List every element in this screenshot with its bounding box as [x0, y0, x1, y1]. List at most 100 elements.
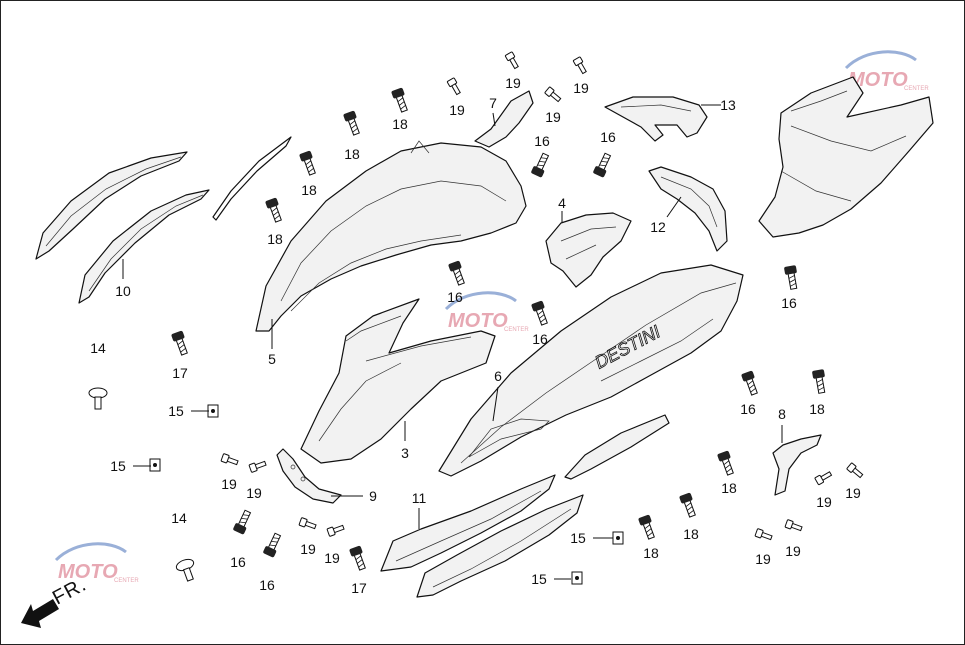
rivet-fastener	[88, 387, 108, 410]
callout-18: 18	[301, 182, 317, 198]
callout-19: 19	[755, 551, 771, 567]
callout-15: 15	[110, 458, 126, 474]
callout-19: 19	[246, 485, 262, 501]
part-3-floor-side-cover	[300, 298, 496, 464]
part-13-rear-handle	[604, 96, 708, 142]
callout-12: 12	[650, 219, 666, 235]
callout-3: 3	[401, 445, 409, 461]
callout-18: 18	[683, 526, 699, 542]
screw-fastener	[846, 462, 864, 479]
callout-19: 19	[573, 80, 589, 96]
screw-fastener	[814, 471, 833, 486]
bolt-fastener	[448, 260, 465, 286]
svg-text:MOTO: MOTO	[58, 561, 118, 583]
screw-fastener	[544, 86, 562, 103]
callout-15: 15	[168, 403, 184, 419]
bolt-fastener	[593, 152, 612, 178]
bolt-fastener	[343, 110, 360, 136]
part-5-inner-cover	[255, 140, 527, 332]
leader-line-12	[666, 196, 682, 218]
watermark-top-right: MOTO CENTER	[844, 50, 929, 92]
bolt-fastener	[265, 197, 282, 223]
part-6-body-side-cover: DESTINI	[438, 264, 744, 477]
watermark-center: MOTO CENTER	[444, 291, 529, 333]
screw-fastener	[572, 56, 587, 75]
callout-19: 19	[545, 109, 561, 125]
callout-15: 15	[570, 530, 586, 546]
front-direction-arrow: FR.	[21, 573, 90, 628]
callout-17: 17	[172, 365, 188, 381]
callout-19: 19	[845, 485, 861, 501]
part-7-small-bracket	[474, 90, 534, 148]
callout-18: 18	[809, 401, 825, 417]
bolt-fastener	[679, 492, 696, 518]
screw-fastener	[504, 51, 519, 70]
callout-19: 19	[324, 550, 340, 566]
callout-16: 16	[447, 289, 463, 305]
screw-fastener	[298, 517, 317, 530]
part-10-front-side-strips	[35, 151, 210, 304]
callout-16: 16	[230, 554, 246, 570]
bolt-fastener	[638, 514, 655, 540]
callout-18: 18	[643, 545, 659, 561]
callout-18: 18	[721, 480, 737, 496]
leader-line-6	[492, 386, 499, 422]
screw-fastener	[446, 77, 461, 96]
callout-19: 19	[816, 494, 832, 510]
bolt-fastener	[349, 545, 366, 571]
svg-text:CENTER: CENTER	[504, 327, 529, 333]
screw-fastener	[326, 524, 345, 537]
part-4-bracket	[545, 212, 632, 288]
callout-8: 8	[778, 406, 786, 422]
clip-fastener	[612, 531, 624, 545]
part-11-lower-strips	[380, 414, 670, 598]
callout-6: 6	[494, 368, 502, 384]
watermark-bottom-left: MOTO CENTER	[54, 542, 139, 584]
callout-4: 4	[558, 195, 566, 211]
part-1-trim-strip	[212, 136, 292, 221]
callout-7: 7	[489, 95, 497, 111]
clip-fastener	[571, 571, 583, 585]
bolt-fastener	[233, 509, 252, 535]
callout-18: 18	[344, 146, 360, 162]
bolt-fastener	[299, 150, 316, 176]
part-8-small-bracket	[772, 434, 822, 496]
svg-text:MOTO: MOTO	[848, 69, 908, 91]
callout-16: 16	[600, 129, 616, 145]
callout-19: 19	[449, 102, 465, 118]
callout-14: 14	[90, 340, 106, 356]
clip-fastener	[207, 404, 219, 418]
bolt-fastener	[263, 532, 282, 558]
callout-16: 16	[740, 401, 756, 417]
rivet-fastener	[175, 558, 195, 582]
callout-17: 17	[351, 580, 367, 596]
callout-5: 5	[268, 351, 276, 367]
callout-9: 9	[369, 488, 377, 504]
callout-13: 13	[720, 97, 736, 113]
callout-19: 19	[785, 543, 801, 559]
clip-fastener	[149, 458, 161, 472]
screw-fastener	[784, 519, 803, 532]
bolt-fastener	[784, 265, 798, 290]
bolt-fastener	[531, 300, 548, 326]
bolt-fastener	[171, 330, 188, 356]
bolt-fastener	[391, 87, 408, 113]
leader-line-7	[492, 112, 496, 127]
svg-text:MOTO: MOTO	[448, 310, 508, 332]
bolt-fastener	[741, 370, 758, 396]
screw-fastener	[220, 453, 239, 466]
callout-16: 16	[532, 331, 548, 347]
bolt-fastener	[531, 152, 550, 178]
callout-19: 19	[300, 541, 316, 557]
part-9-plate	[276, 448, 342, 504]
callout-11: 11	[412, 490, 427, 506]
fastener-layer	[88, 51, 864, 585]
callout-18: 18	[267, 231, 283, 247]
callout-10: 10	[115, 283, 131, 299]
callout-16: 16	[781, 295, 797, 311]
callout-19: 19	[505, 75, 521, 91]
svg-text:CENTER: CENTER	[114, 578, 139, 584]
